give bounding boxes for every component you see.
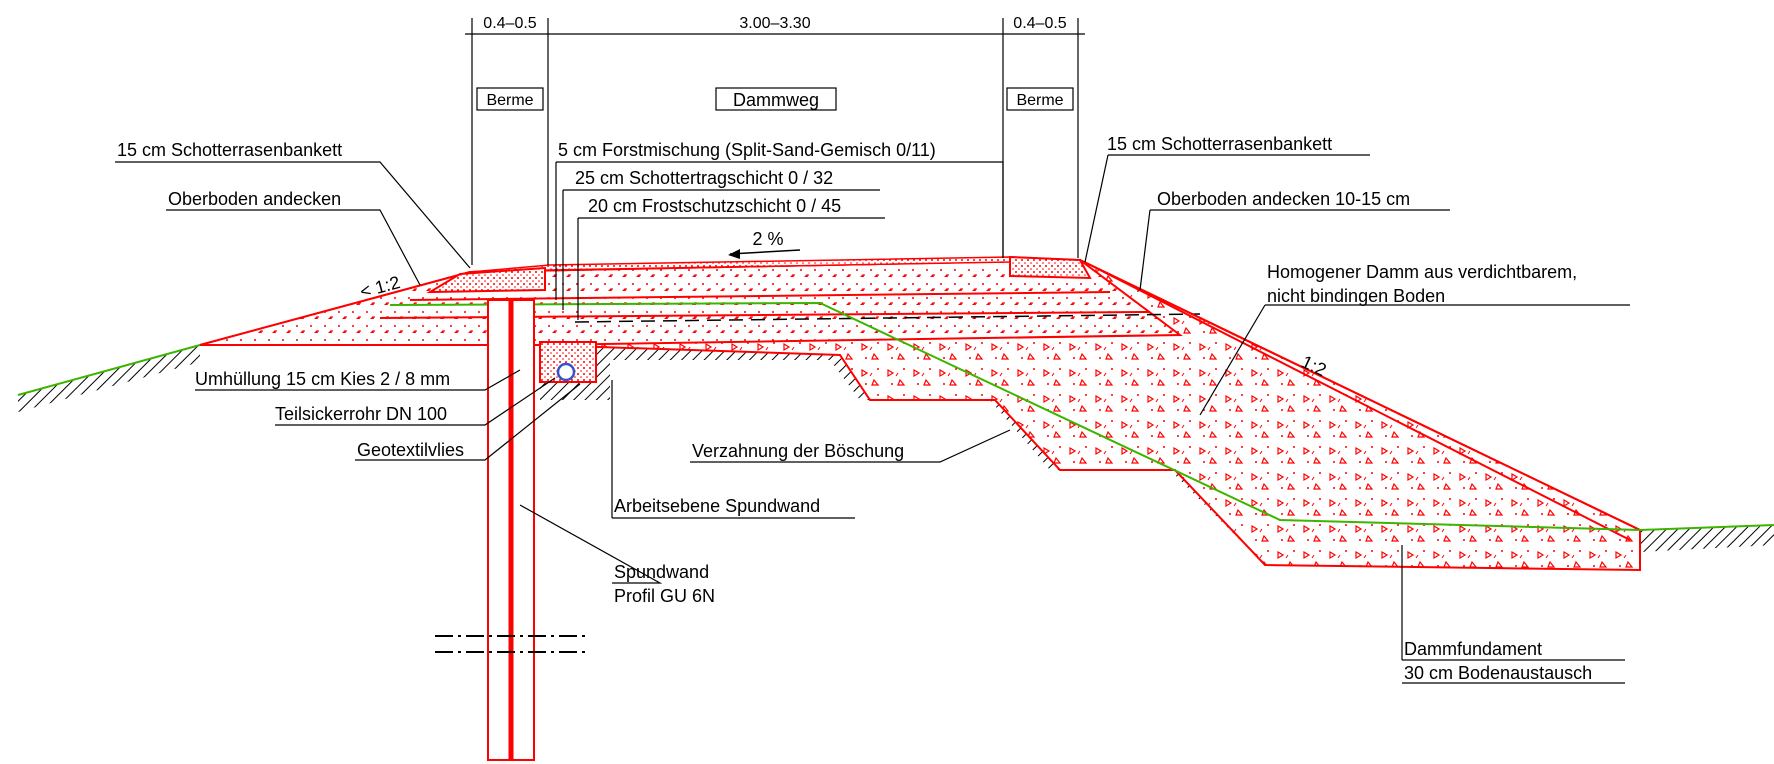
annotation-labels: 15 cm Schotterrasenbankett Oberboden and… bbox=[117, 134, 1592, 683]
drain-gravel-box bbox=[539, 341, 597, 383]
pavement-layers bbox=[199, 255, 1641, 541]
label-pipe: Teilsickerrohr DN 100 bbox=[275, 404, 447, 424]
label-schotter: 25 cm Schottertragschicht 0 / 32 bbox=[575, 168, 833, 188]
label-geotextile: Geotextilvlies bbox=[357, 440, 464, 460]
dimension-lines: 0.4–0.5 3.00–3.30 0.4–0.5 bbox=[465, 15, 1085, 265]
label-toothing: Verzahnung der Böschung bbox=[692, 441, 904, 461]
dim-left-berme: 0.4–0.5 bbox=[483, 15, 536, 32]
label-right-topsoil: Oberboden andecken 10-15 cm bbox=[1157, 189, 1410, 209]
label-right-bankett: 15 cm Schotterrasenbankett bbox=[1107, 134, 1332, 154]
label-foundation-line2: 30 cm Bodenaustausch bbox=[1404, 663, 1592, 683]
dim-path-width: 3.00–3.30 bbox=[739, 15, 810, 32]
label-dam-line2: nicht bindingen Boden bbox=[1267, 286, 1445, 306]
label-frost: 20 cm Frostschutzschicht 0 / 45 bbox=[588, 196, 841, 216]
sheet-pile bbox=[435, 299, 590, 761]
grass-lines bbox=[17, 301, 1774, 532]
dim-right-berme: 0.4–0.5 bbox=[1013, 15, 1066, 32]
label-left-bankett: 15 cm Schotterrasenbankett bbox=[117, 140, 342, 160]
zone-path: Dammweg bbox=[733, 90, 819, 110]
leader-lines bbox=[115, 154, 1630, 684]
label-gravel: Umhüllung 15 cm Kies 2 / 8 mm bbox=[195, 369, 450, 389]
label-sheet-pile-line2: Profil GU 6N bbox=[614, 586, 715, 606]
crossfall-label: 2 % bbox=[752, 229, 783, 249]
crossfall-arrow-icon bbox=[728, 249, 740, 259]
label-work-level: Arbeitsebene Spundwand bbox=[614, 496, 820, 516]
zone-right-berme: Berme bbox=[1016, 92, 1063, 109]
label-sheet-pile-line1: Spundwand bbox=[614, 562, 709, 582]
zone-labels: Berme Dammweg Berme bbox=[476, 87, 1074, 111]
label-foundation-line1: Dammfundament bbox=[1404, 639, 1542, 659]
drain-pipe-icon bbox=[556, 362, 576, 382]
zone-left-berme: Berme bbox=[486, 92, 533, 109]
label-forst: 5 cm Forstmischung (Split-Sand-Gemisch 0… bbox=[558, 140, 936, 160]
label-left-topsoil: Oberboden andecken bbox=[168, 189, 341, 209]
label-dam-line1: Homogener Damm aus verdichtbarem, bbox=[1267, 262, 1577, 282]
